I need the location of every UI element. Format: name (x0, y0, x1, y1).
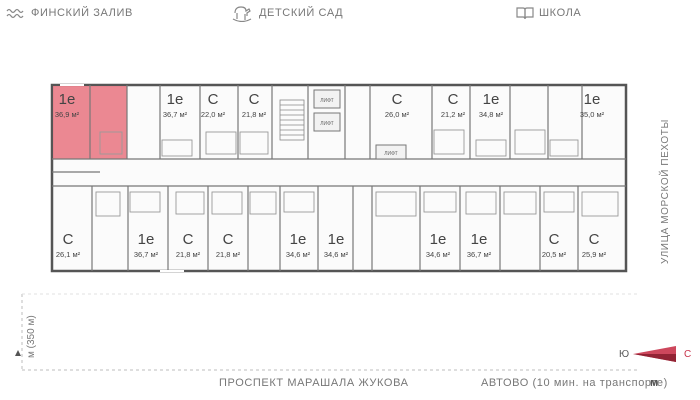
apartment-area: 22,0 м² (201, 110, 226, 119)
bottom-partitions (91, 186, 579, 271)
compass: Ю С (619, 346, 691, 362)
apartment-area: 36,7 м² (134, 250, 159, 259)
book-icon (516, 7, 534, 20)
apartment-area: 36,9 м² (55, 110, 80, 119)
apartment-type: С (249, 91, 260, 108)
bathroom-blocks (95, 129, 619, 217)
apartment-type: 1е (138, 231, 155, 248)
apartment-area: 34,6 м² (324, 250, 349, 259)
avtovo-label: АВТОВО (10 мин. на транспорте) (481, 377, 668, 389)
lift-label-3: ЛИФТ (384, 151, 397, 157)
rocking-horse-icon (232, 6, 252, 22)
kindergarten-label: ДЕТСКИЙ САД (259, 7, 344, 19)
apartment-area: 25,9 м² (582, 250, 607, 259)
apartment-type: 1е (59, 91, 76, 108)
street-right-label: УЛИЦА МОРСКОЙ ПЕХОТЫ (658, 119, 671, 264)
elevator-shafts (313, 89, 407, 160)
corridor-walls (52, 158, 626, 187)
apartment-type: С (183, 231, 194, 248)
apartment-area: 20,5 м² (542, 250, 567, 259)
apartment-area: 36,7 м² (163, 110, 188, 119)
apartment-type: С (392, 91, 403, 108)
prospect-label: ПРОСПЕКТ МАРАШАЛА ЖУКОВА (219, 377, 409, 389)
apartment-area: 21,8 м² (216, 250, 241, 259)
apartment-type: 1е (471, 231, 488, 248)
apartment-type: С (208, 91, 219, 108)
apartment-labels: 1е 36,9 м² 1е 36,7 м² С 22,0 м² С 21,8 м² С 26,0 … (55, 91, 607, 259)
apartment-area: 21,2 м² (441, 110, 466, 119)
apartment-area: 36,7 м² (467, 250, 492, 259)
metro-left-label: м (350 м) (26, 315, 37, 358)
site-boundary (21, 293, 640, 371)
apartment-area: 34,6 м² (286, 250, 311, 259)
apartment-type: С (223, 231, 234, 248)
metro-right-label: м (650, 377, 659, 389)
waves-icon (6, 8, 24, 19)
compass-north: С (684, 349, 691, 360)
school-label: ШКОЛА (539, 7, 582, 19)
top-partitions (89, 85, 583, 159)
apartment-type: 1е (430, 231, 447, 248)
apartment-type: С (549, 231, 560, 248)
apartment-area: 21,8 м² (176, 250, 201, 259)
arrow-down-icon (15, 350, 21, 356)
apartment-type: 1е (483, 91, 500, 108)
apartment-type: С (63, 231, 74, 248)
windows (60, 84, 184, 272)
apartment-type: 1е (584, 91, 601, 108)
stairwell (279, 99, 305, 141)
apartment-type: 1е (290, 231, 307, 248)
apartment-area: 26,0 м² (385, 110, 410, 119)
lift-label-1: ЛИФТ (320, 98, 333, 104)
apartment-area: 34,6 м² (426, 250, 451, 259)
apartment-area: 34,8 м² (479, 110, 504, 119)
gulf-label: ФИНСКИЙ ЗАЛИВ (31, 7, 133, 19)
lift-label-2: ЛИФТ (320, 121, 333, 127)
compass-south: Ю (619, 349, 629, 360)
apartment-type: С (448, 91, 459, 108)
apartment-area: 35,0 м² (580, 110, 605, 119)
apartment-type: 1е (328, 231, 345, 248)
apartment-type: 1е (167, 91, 184, 108)
apartment-area: 26,1 м² (56, 250, 81, 259)
apartment-area: 21,8 м² (242, 110, 267, 119)
apartment-type: С (589, 231, 600, 248)
